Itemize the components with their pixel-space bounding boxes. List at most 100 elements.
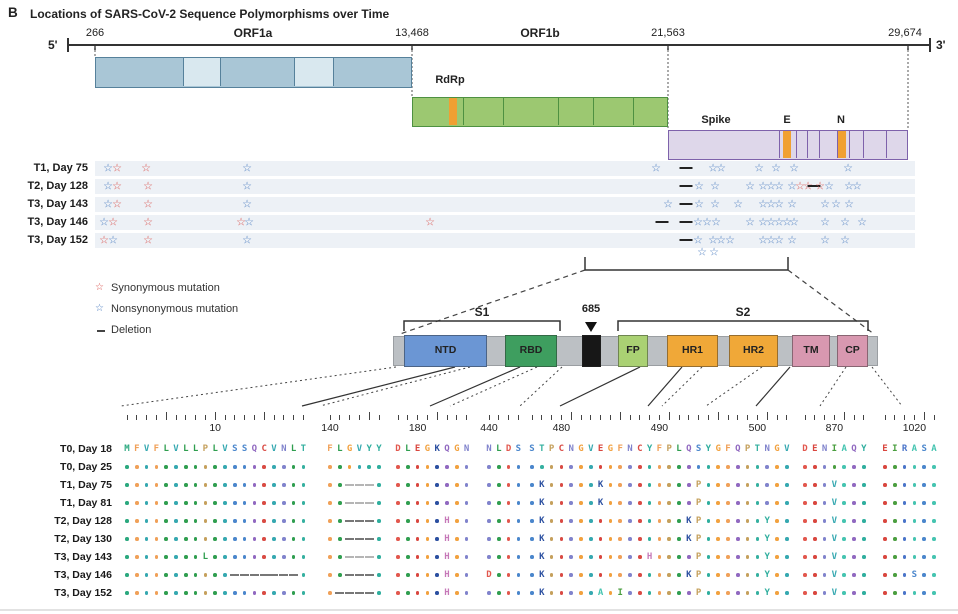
residue-identity-dot (282, 483, 286, 487)
reference-residue: T (539, 444, 545, 454)
reference-residue: L (290, 444, 297, 454)
sample-label: T2, Day 128 (54, 515, 112, 527)
residue-identity-dot (755, 537, 760, 541)
residue-identity-dot (530, 519, 534, 523)
nonsynonymous-mutation-star: ☆ (733, 198, 743, 210)
timepoint-label: T3, Day 146 (27, 216, 88, 228)
residue-identity-dot (125, 501, 129, 505)
residue-identity-dot (569, 537, 573, 541)
residue-identity-dot (785, 501, 789, 505)
ruler-tick (531, 415, 533, 420)
residue-identity-dot (262, 555, 266, 559)
residue-identity-dot (301, 591, 306, 595)
residue-identity-dot (618, 555, 622, 559)
residue-identity-dot (252, 555, 257, 559)
residue-identity-dot (647, 573, 652, 577)
residue-identity-dot (893, 537, 897, 541)
residue-identity-dot (813, 555, 817, 559)
reference-residue: F (656, 444, 663, 454)
residue-identity-dot (301, 465, 306, 469)
residue-identity-dot (282, 465, 286, 469)
residue-identity-dot (706, 537, 711, 541)
residue-identity-dot (213, 591, 217, 595)
residue-identity-dot (667, 501, 671, 505)
ruler-tick (488, 415, 490, 420)
residue-identity-dot (902, 537, 907, 541)
residue-identity-dot (736, 537, 740, 541)
residue-identity-dot (883, 501, 887, 505)
residue-identity-dot (696, 465, 701, 469)
residue-identity-dot (589, 483, 593, 487)
residue-identity-dot (638, 501, 642, 505)
mutant-residue: K (539, 498, 545, 508)
nonsynonymous-mutation-star: ☆ (716, 234, 726, 246)
legend-label: Nonsynonymous mutation (111, 303, 239, 315)
nonsynonymous-mutation-star: ☆ (766, 234, 776, 246)
sample-label: T0, Day 25 (60, 461, 112, 473)
residue-identity-dot (842, 555, 846, 559)
nonsynonymous-mutation-star: ☆ (774, 180, 784, 192)
reference-residue: R (901, 444, 908, 454)
residue-identity-dot (464, 573, 469, 577)
mutant-residue: Y (764, 534, 770, 544)
residue-identity-dot (262, 465, 266, 469)
residue-identity-dot (893, 483, 897, 487)
residue-identity-dot (154, 537, 159, 541)
reference-residue: T (754, 444, 761, 454)
ruler-tick (329, 415, 331, 420)
residue-identity-dot (282, 501, 286, 505)
residue-identity-dot (223, 483, 227, 487)
nonsynonymous-mutation-star: ☆ (242, 234, 252, 246)
residue-identity-dot (706, 465, 711, 469)
spike-domain-ntd: NTD (404, 335, 487, 367)
ruler-tick (155, 415, 157, 420)
reference-residue: D (505, 444, 512, 454)
reference-residue: M (124, 444, 130, 454)
residue-identity-dot (164, 573, 168, 577)
reference-residue: Y (705, 444, 712, 454)
residue-identity-dot (569, 519, 573, 523)
ruler-tick (204, 415, 206, 420)
residue-identity-dot (549, 555, 554, 559)
figure-title: Locations of SARS-CoV-2 Sequence Polymor… (30, 7, 390, 21)
residue-identity-dot (328, 465, 332, 469)
residue-identity-dot (618, 483, 622, 487)
ruler-tick (358, 415, 360, 420)
nonsynonymous-mutation-star: ☆ (789, 216, 799, 228)
residue-identity-dot (912, 465, 917, 469)
s1-bracket-label: S1 (474, 305, 490, 319)
reference-residue: F (134, 444, 140, 454)
residue-identity-dot (813, 501, 817, 505)
residue-identity-dot (396, 483, 400, 487)
ruler-tick (293, 415, 295, 420)
ruler-tick (417, 415, 419, 420)
reference-residue: L (496, 444, 502, 454)
residue-identity-dot (569, 501, 573, 505)
nonsynonymous-mutation-star: ☆ (697, 246, 707, 258)
ruler-tick (678, 415, 680, 420)
residue-identity-dot (530, 591, 534, 595)
residue-identity-dot (716, 573, 720, 577)
residue-identity-dot (233, 591, 237, 595)
nonsynonymous-mutation-star: ☆ (824, 180, 834, 192)
sample-label: T1, Day 75 (60, 479, 112, 491)
reference-residue: P (744, 444, 751, 454)
residue-identity-dot (687, 483, 691, 487)
ruler-number: 480 (552, 422, 571, 434)
reference-residue: L (212, 444, 218, 454)
row-band (95, 214, 915, 230)
residue-identity-dot (667, 537, 671, 541)
residue-identity-dot (628, 465, 632, 469)
ruler-tick (397, 415, 399, 420)
residue-identity-dot (213, 519, 217, 523)
nonsynonymous-mutation-star: ☆ (711, 216, 721, 228)
residue-identity-dot (785, 483, 789, 487)
spike-domain-tm: TM (792, 335, 830, 367)
nonsynonymous-mutation-star: ☆ (103, 198, 113, 210)
mutant-residue: K (539, 480, 545, 490)
residue-deletion-dash (344, 592, 355, 594)
residue-identity-dot (425, 483, 430, 487)
ruler-tick (629, 415, 631, 420)
ruler-tick (551, 415, 553, 420)
residue-identity-dot (291, 501, 296, 505)
